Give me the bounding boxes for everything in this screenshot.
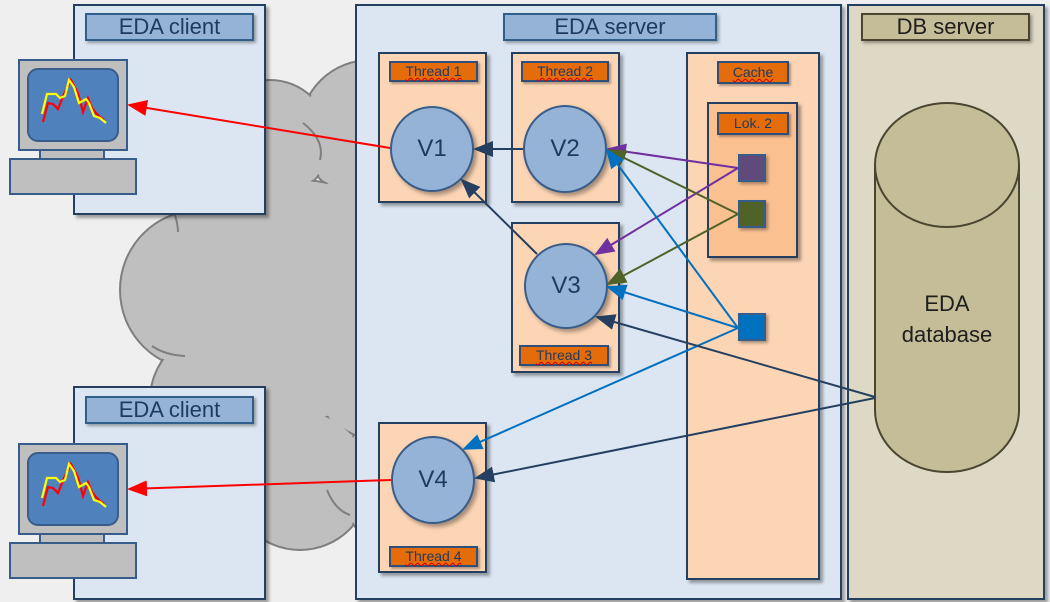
database-label-line1: EDA [924,291,970,316]
db-server-title: DB server [861,13,1030,41]
node-v1: V1 [390,106,474,192]
eda-client-title-2: EDA client [85,396,254,424]
thread-4-label: Thread 4 [389,546,478,567]
node-v2: V2 [523,105,607,193]
arrow-v1-to-client-1 [127,100,391,149]
eda-client-title-1: EDA client [85,13,254,41]
arrow-green-to-v2 [606,149,739,215]
database-label: EDA database [880,288,1014,350]
arrow-v4-to-client-2 [127,479,392,497]
arrow-db-to-v3 [595,314,876,398]
thread-2-label: Thread 2 [521,61,609,82]
thread-1-label: Thread 1 [389,61,478,82]
arrow-blue-to-v2 [605,148,739,329]
node-v4: V4 [391,436,475,524]
cache-item-blue [738,313,766,341]
arrow-blue-to-v4 [462,327,739,450]
cache-item-green [738,200,766,228]
arrow-purple-to-v3 [594,167,739,256]
arrow-blue-to-v3 [606,284,739,329]
thread-3-label: Thread 3 [519,345,609,366]
arrow-v3-to-v1 [460,178,538,255]
cache-item-purple [738,154,766,182]
arrow-green-to-v3 [606,213,739,285]
eda-server-title: EDA server [503,13,717,41]
arrow-db-to-v4 [474,397,876,483]
database-label-line2: database [901,322,993,347]
cache-label: Cache [717,61,789,84]
local-cache-label: Lok. 2 [717,112,789,135]
arrow-purple-to-v2 [606,143,739,169]
